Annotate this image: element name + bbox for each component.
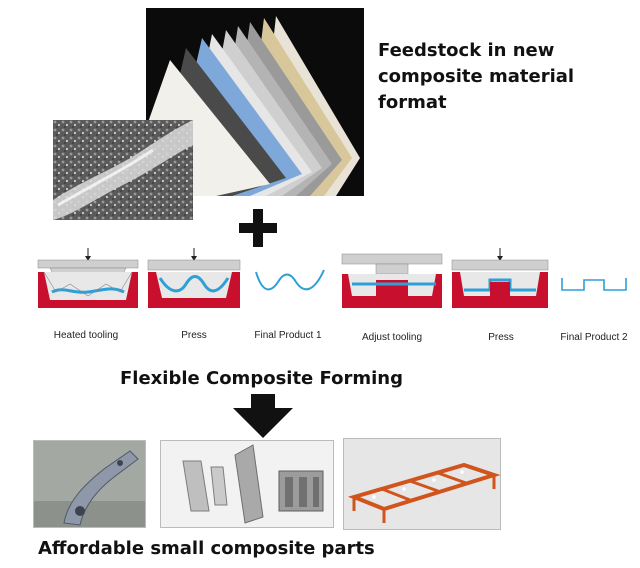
heated-tooling-diagram <box>36 248 140 310</box>
step-label-final-product-1: Final Product 1 <box>254 330 322 341</box>
feedstock-line-1: Feedstock in new <box>378 40 555 61</box>
step-label-press-1: Press <box>181 330 207 341</box>
step-label-adjust-tooling: Adjust tooling <box>361 332 423 343</box>
down-arrow-icon <box>233 394 293 440</box>
plus-icon <box>236 206 280 250</box>
turbine-parts-image <box>160 440 334 528</box>
feedstock-line-3: format <box>378 92 447 113</box>
step-label-heated-tooling: Heated tooling <box>53 330 119 341</box>
feedstock-line-2: composite material <box>378 66 575 87</box>
forming-title: Flexible Composite Forming <box>120 368 403 389</box>
final-product-2-diagram <box>560 272 630 302</box>
press-1-diagram <box>146 248 242 310</box>
feedstock-caption: Feedstock in new composite material form… <box>378 38 618 116</box>
bracket-part-image <box>33 440 146 528</box>
adjust-tooling-diagram <box>340 250 444 310</box>
step-label-final-product-2: Final Product 2 <box>560 332 628 343</box>
frame-structure-image <box>343 438 501 530</box>
final-product-1-diagram <box>252 262 332 302</box>
parts-title: Affordable small composite parts <box>38 538 375 559</box>
fiber-microscope-image <box>53 120 193 220</box>
press-2-diagram <box>450 248 550 310</box>
step-label-press-2: Press <box>488 332 514 343</box>
